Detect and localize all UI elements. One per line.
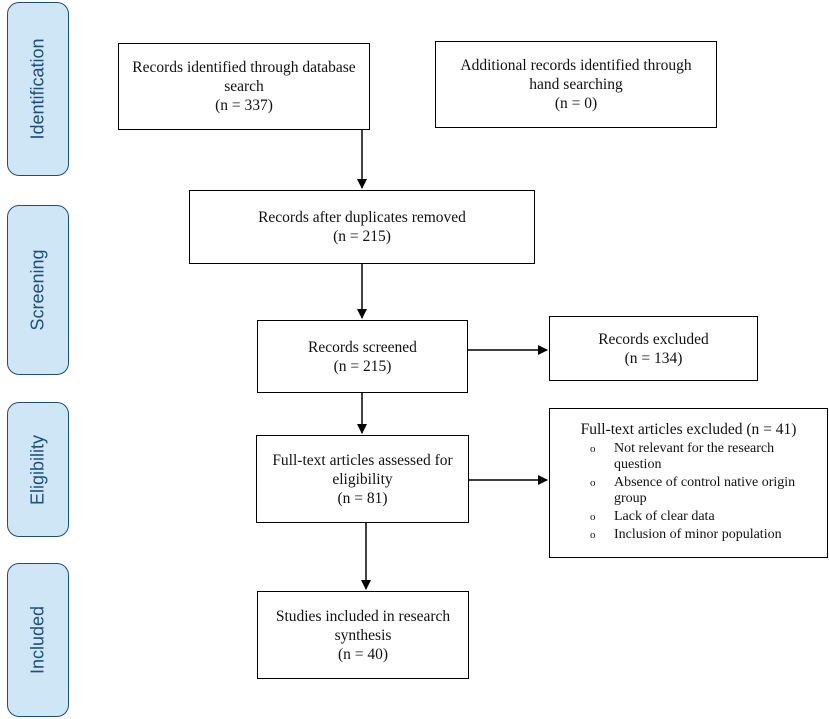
box-database-search-line1: Records identified through database (132, 59, 356, 76)
box-hand-search: Additional records identified through ha… (435, 41, 717, 128)
box-studies-included-line1: Studies included in research (275, 607, 451, 625)
bullet-icon: o (590, 477, 596, 489)
box-duplicates-removed-line1: Records after duplicates removed (258, 209, 466, 226)
exclusion-reason-text: Lack of clear data (614, 509, 715, 524)
box-database-search-line2: search (224, 78, 264, 95)
exclusion-reason-text: Absence of control native origin group (614, 475, 796, 506)
phase-screening: Screening (7, 205, 69, 375)
box-fulltext-excluded-title: Full-text articles excluded (n = 41) (580, 421, 797, 438)
box-hand-search-line2: hand searching (529, 76, 623, 93)
bullet-icon: o (590, 511, 596, 523)
box-records-excluded: Records excluded (n = 134) (549, 316, 758, 381)
box-studies-included-line2: synthesis (334, 626, 392, 644)
phase-included: Included (7, 563, 69, 717)
box-records-screened: Records screened (n = 215) (257, 320, 468, 393)
box-fulltext-excluded: Full-text articles excluded (n = 41) o No… (549, 408, 828, 558)
box-records-screened-count: (n = 215) (333, 357, 392, 375)
box-duplicates-removed: Records after duplicates removed (n = 21… (189, 190, 535, 264)
box-hand-search-line1: Additional records identified through (460, 57, 692, 74)
box-records-excluded-line1: Records excluded (598, 330, 709, 348)
box-fulltext-assessed-count: (n = 81) (337, 489, 388, 507)
box-records-excluded-count: (n = 134) (624, 349, 683, 367)
box-duplicates-removed-count: (n = 215) (333, 228, 391, 245)
box-fulltext-assessed-line2: eligibility (332, 470, 393, 488)
bullet-icon: o (590, 529, 596, 541)
exclusion-reason: o Inclusion of minor population (590, 527, 819, 543)
exclusion-reason: o Absence of control native origin group (590, 475, 819, 507)
phase-eligibility: Eligibility (7, 402, 69, 537)
phase-identification: Identification (7, 2, 69, 176)
box-studies-included: Studies included in research synthesis (… (257, 591, 469, 679)
box-hand-search-count: (n = 0) (554, 95, 598, 112)
box-database-search-count: (n = 337) (215, 97, 273, 114)
exclusion-reason: o Lack of clear data (590, 509, 819, 525)
box-fulltext-assessed: Full-text articles assessed for eligibil… (256, 435, 469, 523)
box-studies-included-count: (n = 40) (337, 645, 389, 663)
exclusion-reason-text: Not relevant for the research question (614, 441, 775, 472)
box-records-screened-line1: Records screened (308, 338, 417, 356)
exclusion-reason-text: Inclusion of minor population (614, 527, 782, 542)
exclusion-reason: o Not relevant for the research question (590, 441, 819, 473)
box-database-search: Records identified through database sear… (118, 43, 370, 130)
bullet-icon: o (590, 443, 596, 455)
box-fulltext-assessed-line1: Full-text articles assessed for (272, 451, 453, 469)
